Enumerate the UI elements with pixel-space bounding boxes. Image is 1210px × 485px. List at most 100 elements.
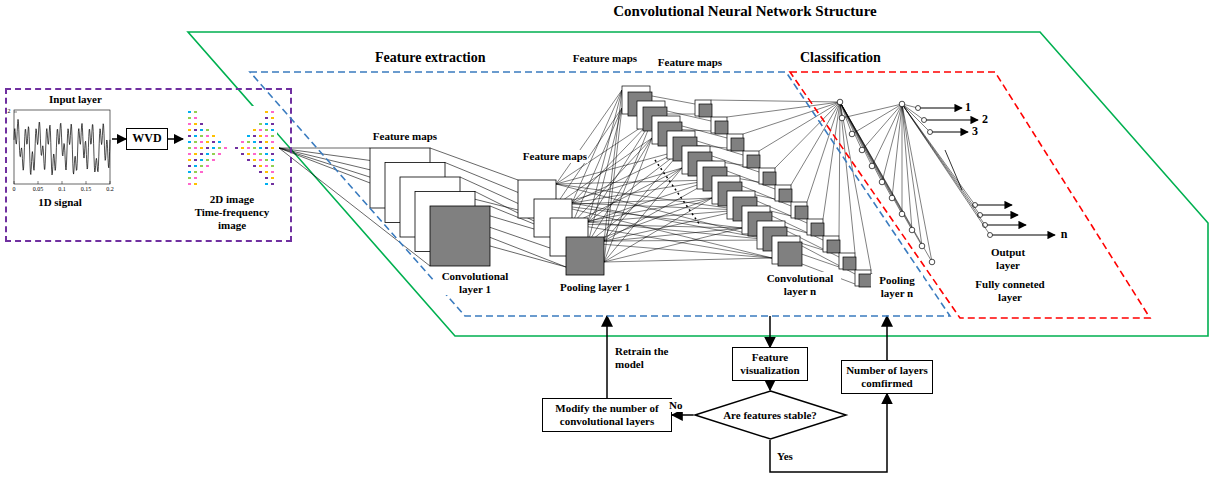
tf-mark <box>188 171 191 173</box>
tf-mark <box>265 135 268 137</box>
signal-plot <box>14 110 110 184</box>
tf-mark <box>265 165 268 167</box>
tf-mark <box>206 165 209 167</box>
part-label: Feature maps <box>372 130 438 143</box>
part-label: 1D signal <box>37 196 83 209</box>
axis-tick <box>110 181 111 184</box>
tf-mark <box>194 141 197 143</box>
feature-map <box>747 155 760 168</box>
part-label: Convolutional layer n <box>759 272 841 297</box>
fc-line <box>727 102 840 117</box>
part-label: Feature maps <box>572 52 638 65</box>
axis-tick <box>14 181 15 184</box>
box-text: Modify the number of convolutional layer… <box>547 402 667 427</box>
output-arrow <box>975 204 1012 205</box>
tf-mark <box>200 171 203 173</box>
map-line <box>556 198 712 205</box>
fc-line <box>791 102 840 185</box>
region-border <box>250 72 950 316</box>
output-number: n <box>1060 228 1069 242</box>
tf-mark <box>194 183 197 185</box>
fc-line <box>902 104 903 214</box>
region-outline <box>250 72 950 316</box>
tf-mark <box>200 135 203 137</box>
feature-map <box>855 270 871 286</box>
fc-line <box>840 102 871 270</box>
neuron <box>899 101 905 107</box>
feature-map <box>759 168 775 184</box>
illustration-group <box>14 32 1208 336</box>
output-arrow <box>990 234 1055 235</box>
feature-map <box>566 237 604 275</box>
tf-mark <box>265 177 268 179</box>
tf-mark <box>188 111 191 113</box>
region-border <box>790 72 1150 318</box>
tf-mark <box>241 141 244 143</box>
tf-mark <box>224 147 227 149</box>
tf-mark <box>218 141 221 143</box>
axis-label: 2 <box>7 108 12 115</box>
diagram-title: Convolutional Neural Network Structure <box>612 3 877 20</box>
tf-mark <box>253 147 256 149</box>
tf-mark <box>253 153 256 155</box>
feature-map <box>823 236 839 252</box>
tf-mark <box>194 159 197 161</box>
feature-map <box>795 206 808 219</box>
tf-mark <box>194 123 197 125</box>
map-line <box>604 258 772 262</box>
neuron <box>889 195 895 201</box>
tf-mark <box>271 147 274 149</box>
neuron <box>929 259 935 265</box>
tf-mark <box>188 177 191 179</box>
axis-label: 0.2 <box>105 186 115 193</box>
map-line <box>588 90 622 222</box>
tf-mark <box>200 165 203 167</box>
fc-line <box>902 104 932 262</box>
neuron <box>837 99 843 105</box>
tf-mark <box>253 165 256 167</box>
map-line <box>604 138 652 262</box>
tf-mark <box>271 129 274 131</box>
process-box: Feature visualization <box>732 347 808 380</box>
tf-mark <box>188 129 191 131</box>
tf-mark <box>259 135 262 137</box>
tf-mark <box>194 117 197 119</box>
map-line <box>556 180 712 184</box>
tf-mark <box>271 153 274 155</box>
fully-connected <box>837 99 1055 265</box>
map-line <box>604 240 772 241</box>
tf-mark <box>253 159 256 161</box>
tf-mark <box>271 171 274 173</box>
region-heading: Feature extraction <box>375 50 486 66</box>
fc-line <box>842 104 902 118</box>
edge-label: No <box>668 399 683 412</box>
region-heading: Input layer <box>49 93 102 106</box>
tf-mark <box>188 183 191 185</box>
tf-mark <box>188 135 191 137</box>
fc-line <box>892 104 902 198</box>
tf-mark <box>212 147 215 149</box>
tf-mark <box>200 159 203 161</box>
tf-mark <box>247 147 250 149</box>
fc-line <box>711 100 840 102</box>
output-arrow <box>980 214 1018 215</box>
map-line <box>588 150 682 222</box>
tf-mark <box>265 147 268 149</box>
region-heading: Classification <box>800 50 881 66</box>
tf-mark <box>206 141 209 143</box>
tf-mark <box>265 111 268 113</box>
tf-mark <box>188 165 191 167</box>
tf-mark <box>194 171 197 173</box>
tf-mark <box>218 153 221 155</box>
tf-mark <box>259 129 262 131</box>
tf-mark <box>212 141 215 143</box>
neuron <box>879 179 885 185</box>
tf-mark <box>271 123 274 125</box>
neuron <box>909 227 915 233</box>
tf-mark <box>247 153 250 155</box>
part-label: Time-frequency image <box>186 206 278 231</box>
part-label: Pooling layer n <box>871 274 923 299</box>
tf-mark <box>241 153 244 155</box>
flow-connector <box>606 316 608 398</box>
